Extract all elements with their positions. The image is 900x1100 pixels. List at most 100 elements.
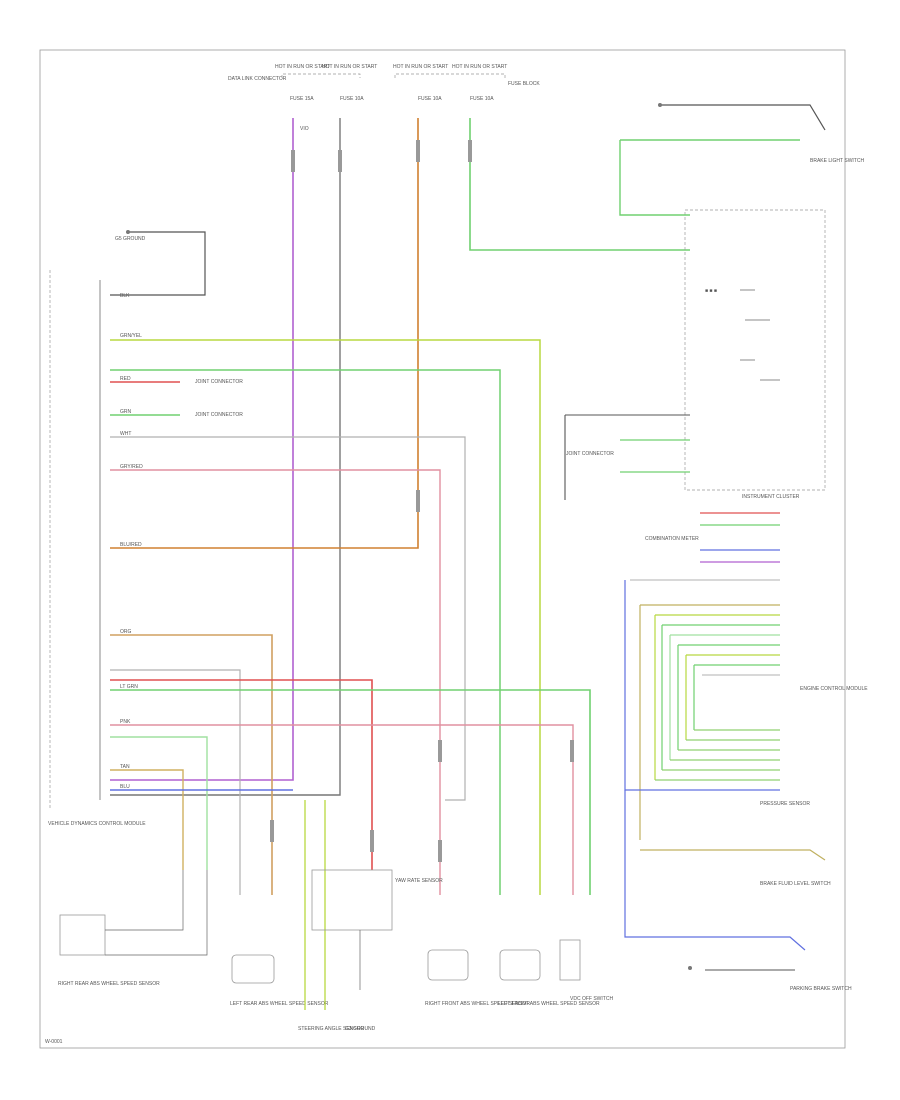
conn-mark-green [468, 140, 472, 162]
wire-black [110, 118, 341, 796]
wire-red-2 [110, 679, 373, 870]
connector-marks [270, 140, 574, 862]
label-brake-switch: BRAKE LIGHT SWITCH [810, 158, 864, 164]
label-joint-conn-2: JOINT CONNECTOR [195, 412, 243, 418]
conn-mark-pink-2 [570, 740, 574, 762]
rr-sensor-body [59, 914, 106, 956]
conn-mark-orange-2 [416, 490, 420, 512]
label-steering-sensor: STEERING ANGLE SENSOR [298, 1026, 365, 1032]
label-fuse-2: FUSE 10A [340, 96, 364, 102]
cluster-box [684, 209, 826, 491]
label-combination-meter: COMBINATION METER [645, 536, 699, 542]
fuse-bracket-2 [394, 73, 506, 78]
wire-code-labels: BLK GRN/YEL RED GRN WHT GRY/RED BLU/RED … [120, 126, 309, 790]
label-yaw-sensor: YAW RATE SENSOR [395, 878, 443, 884]
instrument-cluster: INSTRUMENT CLUSTER ■ ■ ■ [684, 209, 826, 500]
code-blu-red: BLU/RED [120, 542, 142, 548]
brake-switch: BRAKE LIGHT SWITCH [619, 103, 864, 216]
code-pnk: PNK [120, 719, 131, 725]
wire-orange [110, 118, 419, 549]
code-wht: WHT [120, 431, 131, 437]
label-vdc-module: VEHICLE DYNAMICS CONTROL MODULE [48, 821, 146, 827]
ground-top-left: G5 GROUND [110, 230, 206, 296]
code-blk: BLK [120, 293, 130, 299]
wire-yellow-green-1 [110, 339, 541, 895]
conn-mark-red [370, 830, 374, 852]
label-fuse-block: FUSE BLOCK [508, 81, 540, 87]
fuse-bracket-1 [281, 73, 361, 78]
label-lf-sensor: LEFT FRONT ABS WHEEL SPEED SENSOR [498, 1001, 600, 1007]
wire-violet [110, 118, 294, 781]
label-hot-start-2: HOT IN RUN OR START [452, 64, 507, 70]
label-hot-run-2: HOT IN RUN OR START [322, 64, 377, 70]
code-blu: BLU [120, 784, 130, 790]
vdc-off-switch: VDC OFF SWITCH [559, 939, 613, 1002]
wire-ecm-6 [685, 654, 780, 740]
wire-ecm-returns [655, 729, 780, 781]
conn-mark-tan [270, 820, 274, 842]
steering-sensor: STEERING ANGLE SENSOR [298, 800, 365, 1032]
parking-terminal [688, 966, 692, 970]
code-grn: GRN [120, 409, 132, 415]
yaw-sensor: YAW RATE SENSOR G3 GROUND [311, 869, 443, 1032]
label-data-link: DATA LINK CONNECTOR [228, 76, 287, 82]
label-hot-start-1: HOT IN RUN OR START [393, 64, 448, 70]
code-tan: TAN [120, 764, 130, 770]
label-rr-sensor: RIGHT REAR ABS WHEEL SPEED SENSOR [58, 981, 160, 987]
wire-ecm-blue [624, 580, 780, 791]
wire-parking-brake [624, 790, 806, 951]
label-instrument-cluster: INSTRUMENT CLUSTER [742, 494, 800, 500]
label-ecm: ENGINE CONTROL MODULE [800, 686, 868, 692]
rf-sensor: RIGHT FRONT ABS WHEEL SPEED SENSOR [425, 949, 530, 1007]
label-lr-sensor: LEFT REAR ABS WHEEL SPEED SENSOR [230, 1001, 329, 1007]
wire-green-3 [110, 689, 591, 895]
label-pressure-sensor: PRESSURE SENSOR [760, 801, 810, 807]
conn-mark-black [338, 150, 342, 172]
wire-ecm-5 [677, 644, 780, 750]
wire-ecm-3 [661, 624, 780, 770]
wire-ecm-2 [654, 614, 780, 780]
label-vdc-switch: VDC OFF SWITCH [570, 996, 613, 1002]
cluster-label-a: ■ ■ ■ [705, 288, 717, 294]
footer-code: W-0001 [45, 1039, 63, 1045]
label-fuse-1: FUSE 15A [290, 96, 314, 102]
label-brake-fluid: BRAKE FLUID LEVEL SWITCH [760, 881, 831, 887]
label-rf-sensor: RIGHT FRONT ABS WHEEL SPEED SENSOR [425, 1001, 530, 1007]
conn-mark-pink-3 [438, 840, 442, 862]
label-ground-top: G5 GROUND [115, 236, 146, 242]
conn-mark-violet [291, 150, 295, 172]
wire-tan-1 [110, 634, 273, 895]
label-hot-run-1: HOT IN RUN OR START [275, 64, 330, 70]
wire-ground-top [110, 231, 206, 296]
brake-terminal [658, 103, 662, 107]
rf-sensor-body [427, 949, 469, 981]
code-grn-yel: GRN/YEL [120, 333, 142, 339]
rr-sensor-wires [105, 870, 208, 956]
wire-green-2 [110, 369, 501, 895]
yaw-sensor-body [311, 869, 393, 931]
rr-sensor: RIGHT REAR ABS WHEEL SPEED SENSOR [58, 870, 208, 987]
wire-ecm-1 [639, 604, 780, 840]
conn-mark-pink [438, 740, 442, 762]
cluster-internal-lines [740, 289, 780, 381]
top-power-labels: DATA LINK CONNECTOR HOT IN RUN OR START … [228, 64, 540, 102]
wire-gray-1 [110, 436, 466, 801]
vdc-switch-body [559, 939, 581, 981]
code-vio: VIO [300, 126, 309, 132]
wire-gray-2 [110, 669, 241, 895]
wire-light-green [110, 736, 208, 870]
diagram-frame [39, 49, 846, 1049]
wire-pink-2 [110, 724, 574, 895]
lf-sensor: LEFT FRONT ABS WHEEL SPEED SENSOR [498, 949, 600, 1007]
steering-wires [304, 800, 326, 1010]
code-org: ORG [120, 629, 132, 635]
lf-sensor-body [499, 949, 541, 981]
lower-right-switches: BRAKE FLUID LEVEL SWITCH PARKING BRAKE S… [624, 790, 852, 992]
wire-tan-2 [110, 769, 184, 870]
vdc-module: VEHICLE DYNAMICS CONTROL MODULE [48, 270, 146, 827]
wire-pink-1 [110, 469, 441, 895]
lr-sensor: LEFT REAR ABS WHEEL SPEED SENSOR [230, 954, 329, 1007]
wire-ecm-7 [693, 664, 780, 730]
ground-top-terminal [126, 230, 130, 234]
